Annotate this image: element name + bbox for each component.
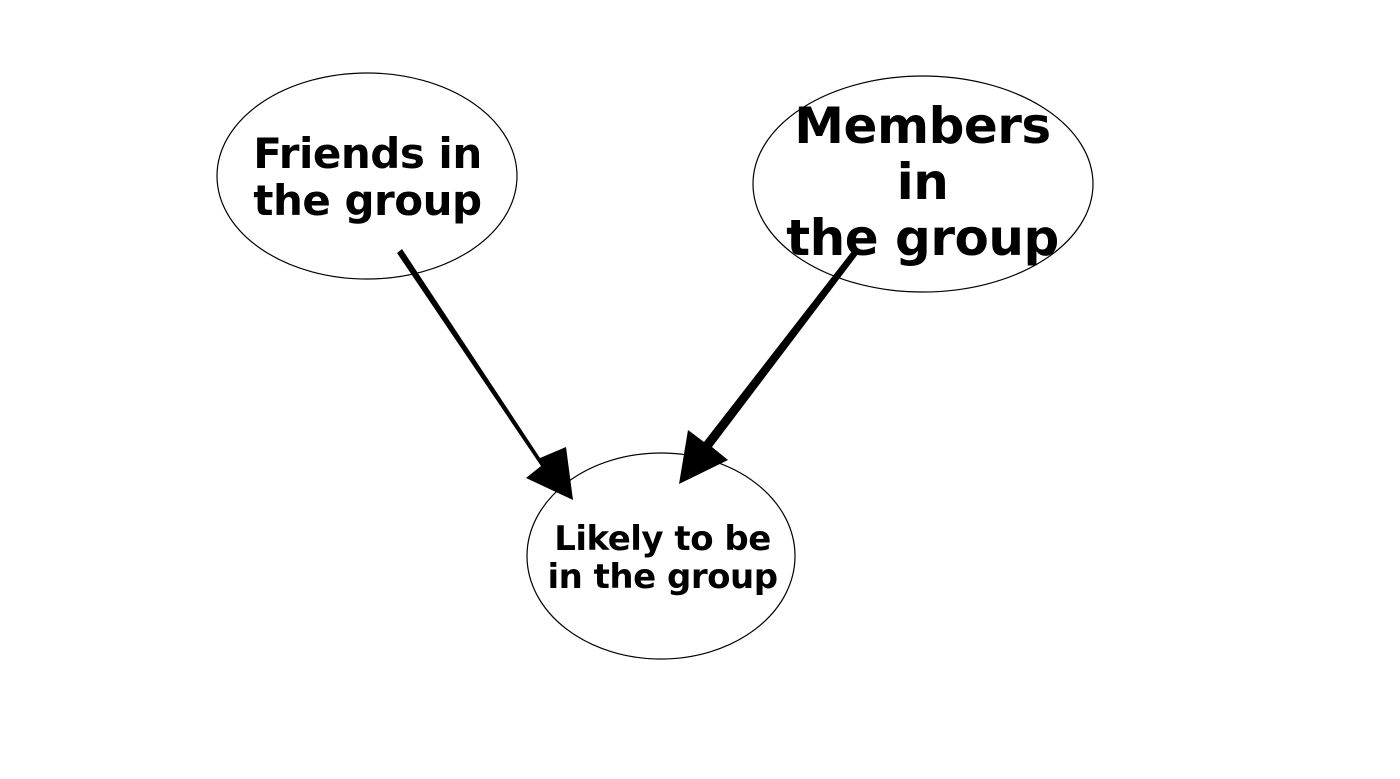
arrow-friends-to-likely — [397, 249, 573, 500]
node-members-label: Members in the group — [760, 98, 1085, 266]
node-members-line2: the group — [786, 209, 1059, 267]
node-friends-line1: Friends in — [253, 128, 482, 178]
node-friends-ellipse — [216, 72, 518, 280]
node-friends-line2: the group — [253, 176, 482, 225]
node-likely-ellipse — [526, 452, 796, 660]
node-likely-label: Likely to be in the group — [530, 503, 795, 613]
node-likely-line1: Likely to be — [554, 518, 771, 559]
arrow-members-to-likely — [679, 250, 858, 484]
node-members-ellipse — [752, 75, 1094, 293]
node-members-line1: Members in — [794, 97, 1051, 211]
node-likely-line2: in the group — [547, 557, 778, 597]
node-friends-label: Friends in the group — [225, 112, 510, 242]
